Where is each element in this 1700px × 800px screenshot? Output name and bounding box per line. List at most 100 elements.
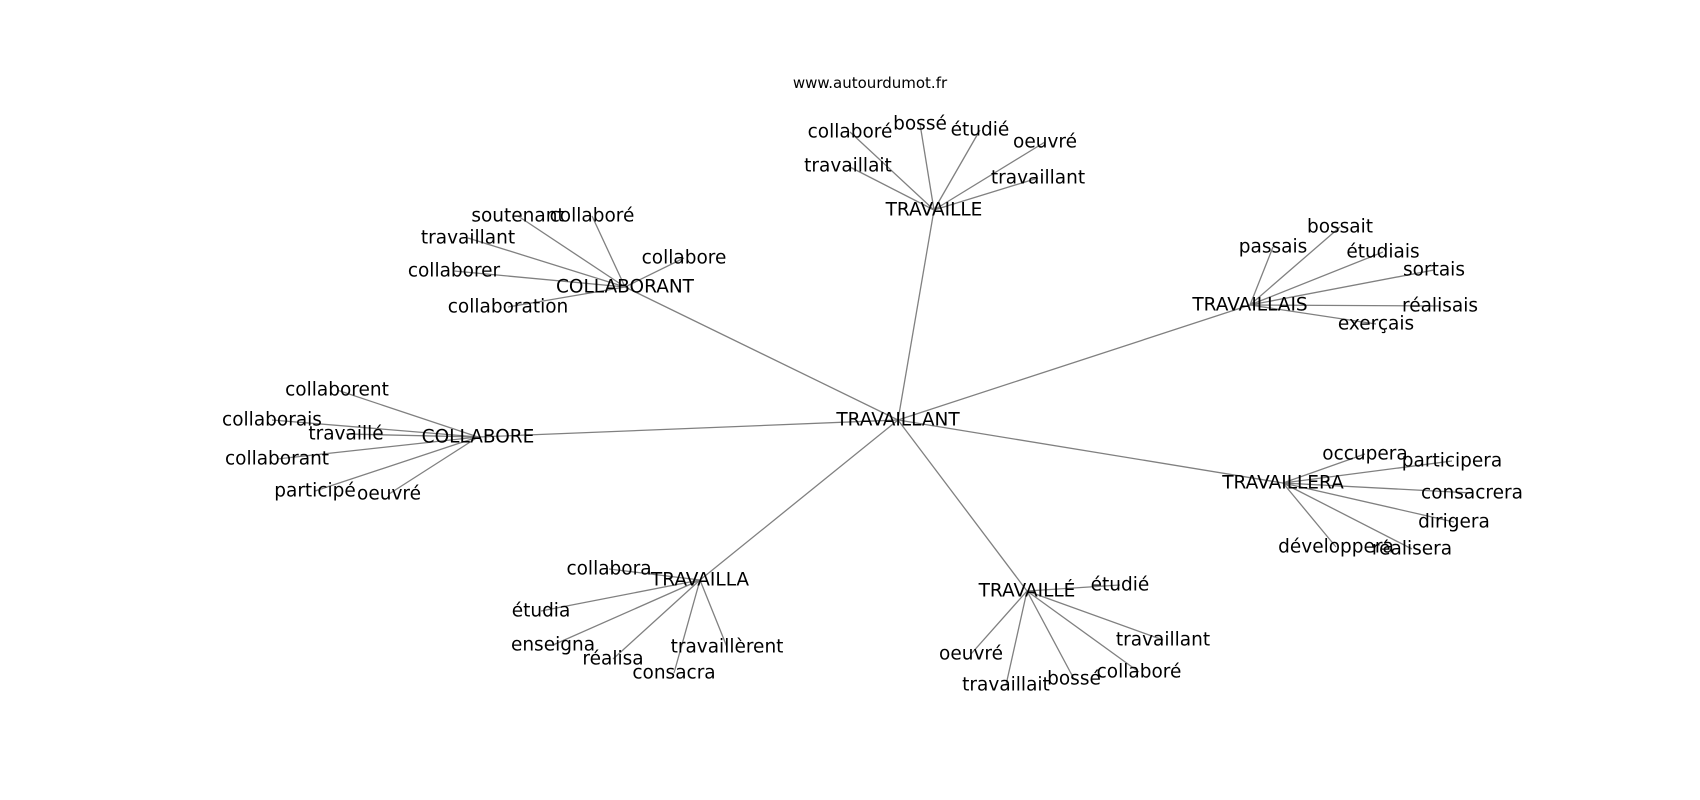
leaf-edge	[345, 433, 479, 438]
root-edge	[897, 419, 1028, 592]
leaf-node-label: collaboré	[808, 122, 893, 143]
root-node-label: TRAVAILLANT	[835, 410, 960, 431]
leaf-node-label: consacrera	[1421, 483, 1523, 504]
leaf-node-label: oeuvré	[357, 484, 421, 505]
leaf-edge	[608, 568, 701, 581]
leaf-node-label: étudia	[512, 601, 571, 622]
leaf-edge	[540, 579, 701, 612]
leaf-edge	[1026, 590, 1164, 641]
cluster-node-label: TRAVAILLE	[885, 200, 983, 221]
leaf-node-label: collabora	[566, 559, 651, 580]
leaf-edge	[517, 215, 626, 288]
leaf-node-label: collaborant	[225, 449, 329, 470]
leaf-edge	[336, 389, 479, 438]
leaf-edge	[1282, 453, 1366, 484]
leaf-node-label: bossé	[893, 114, 947, 135]
leaf-node-label: travaillait	[804, 156, 892, 177]
leaf-node-label: développera	[1278, 537, 1394, 558]
leaf-edge	[673, 579, 701, 674]
cluster-node-label: COLLABORANT	[556, 277, 695, 298]
cluster-node-label: COLLABORE	[422, 427, 535, 448]
leaf-edge	[507, 286, 626, 308]
leaf-edge	[1005, 590, 1028, 686]
leaf-edge	[1249, 304, 1377, 325]
leaf-node-label: collaborent	[285, 380, 389, 401]
leaf-node-label: réalisais	[1402, 296, 1478, 317]
leaf-node-label: dirigera	[1418, 512, 1490, 533]
leaf-node-label: bossé	[1047, 669, 1101, 690]
leaf-node-label: travaillant	[421, 228, 515, 249]
root-edge	[624, 286, 899, 421]
leaf-edge	[919, 123, 935, 211]
leaf-node-label: réalisera	[1372, 539, 1452, 560]
leaf-node-label: sortais	[1403, 260, 1465, 281]
leaf-node-label: participé	[274, 481, 356, 502]
cluster-node-label: TRAVAILLÉ	[978, 580, 1076, 602]
leaf-edge	[1026, 590, 1075, 680]
leaf-node-label: réalisa	[582, 649, 643, 670]
watermark-text: www.autourdumot.fr	[793, 74, 948, 92]
leaf-edge	[933, 141, 1046, 211]
root-edge	[699, 419, 899, 581]
leaf-edge	[467, 237, 626, 288]
leaf-edge	[699, 579, 728, 648]
leaf-edge	[1249, 251, 1384, 306]
root-edge	[897, 419, 1284, 484]
leaf-edge	[1282, 482, 1473, 494]
leaf-node-label: travaillait	[962, 675, 1050, 696]
graph-edges	[271, 123, 1473, 686]
leaf-node-label: consacra	[632, 663, 715, 684]
leaf-edge	[552, 579, 701, 646]
leaf-node-label: bossait	[1307, 217, 1373, 238]
leaf-edge	[970, 590, 1028, 655]
root-edge	[897, 209, 935, 421]
leaf-node-label: travaillèrent	[671, 637, 784, 658]
leaf-edge	[388, 436, 479, 495]
cluster-node-label: TRAVAILLAIS	[1191, 295, 1307, 316]
cluster-node-label: TRAVAILLA	[650, 570, 749, 591]
leaf-edge	[849, 131, 935, 211]
leaf-node-label: collaboration	[448, 297, 569, 318]
leaf-node-label: collaboré	[1097, 662, 1182, 683]
leaf-node-label: collabore	[642, 248, 727, 269]
leaf-node-label: étudié	[1091, 575, 1150, 596]
leaf-edge	[1026, 584, 1121, 592]
leaf-node-label: travaillé	[308, 424, 383, 445]
leaf-node-label: étudié	[951, 120, 1010, 141]
leaf-node-label: participera	[1402, 451, 1502, 472]
leaf-edge	[1249, 269, 1435, 306]
leaf-edge	[1282, 460, 1453, 484]
leaf-node-label: exerçais	[1338, 314, 1414, 335]
leaf-edge	[1249, 246, 1274, 306]
leaf-node-label: oeuvré	[939, 644, 1003, 665]
leaf-node-label: passais	[1239, 237, 1307, 258]
graph-labels: www.autourdumot.fr TRAVAILLANT TRAVAILLE c…	[222, 74, 1523, 696]
leaf-node-label: étudiais	[1346, 242, 1419, 263]
leaf-edge	[314, 436, 479, 492]
cluster-node-label: TRAVAILLERA	[1221, 473, 1344, 494]
leaf-node-label: enseigna	[511, 635, 595, 656]
leaf-edge	[453, 270, 626, 288]
root-edge	[897, 304, 1251, 421]
leaf-edge	[1282, 482, 1337, 548]
leaf-node-label: soutenant	[471, 206, 564, 227]
leaf-edge	[1026, 590, 1140, 673]
leaf-edge	[1282, 482, 1455, 523]
leaf-node-label: travaillant	[1116, 630, 1210, 651]
leaf-edge	[1249, 304, 1441, 307]
leaf-node-label: oeuvré	[1013, 132, 1077, 153]
leaf-edge	[271, 419, 479, 438]
leaf-edge	[612, 579, 701, 660]
leaf-edge	[847, 165, 935, 211]
leaf-edge	[933, 129, 981, 211]
leaf-edge	[1249, 226, 1341, 306]
leaf-node-label: collaborais	[222, 410, 322, 431]
leaf-edge	[933, 177, 1039, 211]
leaf-node-label: collaboré	[550, 206, 635, 227]
leaf-node-label: occupera	[1322, 444, 1407, 465]
root-edge	[477, 419, 899, 438]
leaf-edge	[591, 215, 626, 288]
leaf-edge	[624, 257, 685, 288]
leaf-node-label: travaillant	[991, 168, 1085, 189]
